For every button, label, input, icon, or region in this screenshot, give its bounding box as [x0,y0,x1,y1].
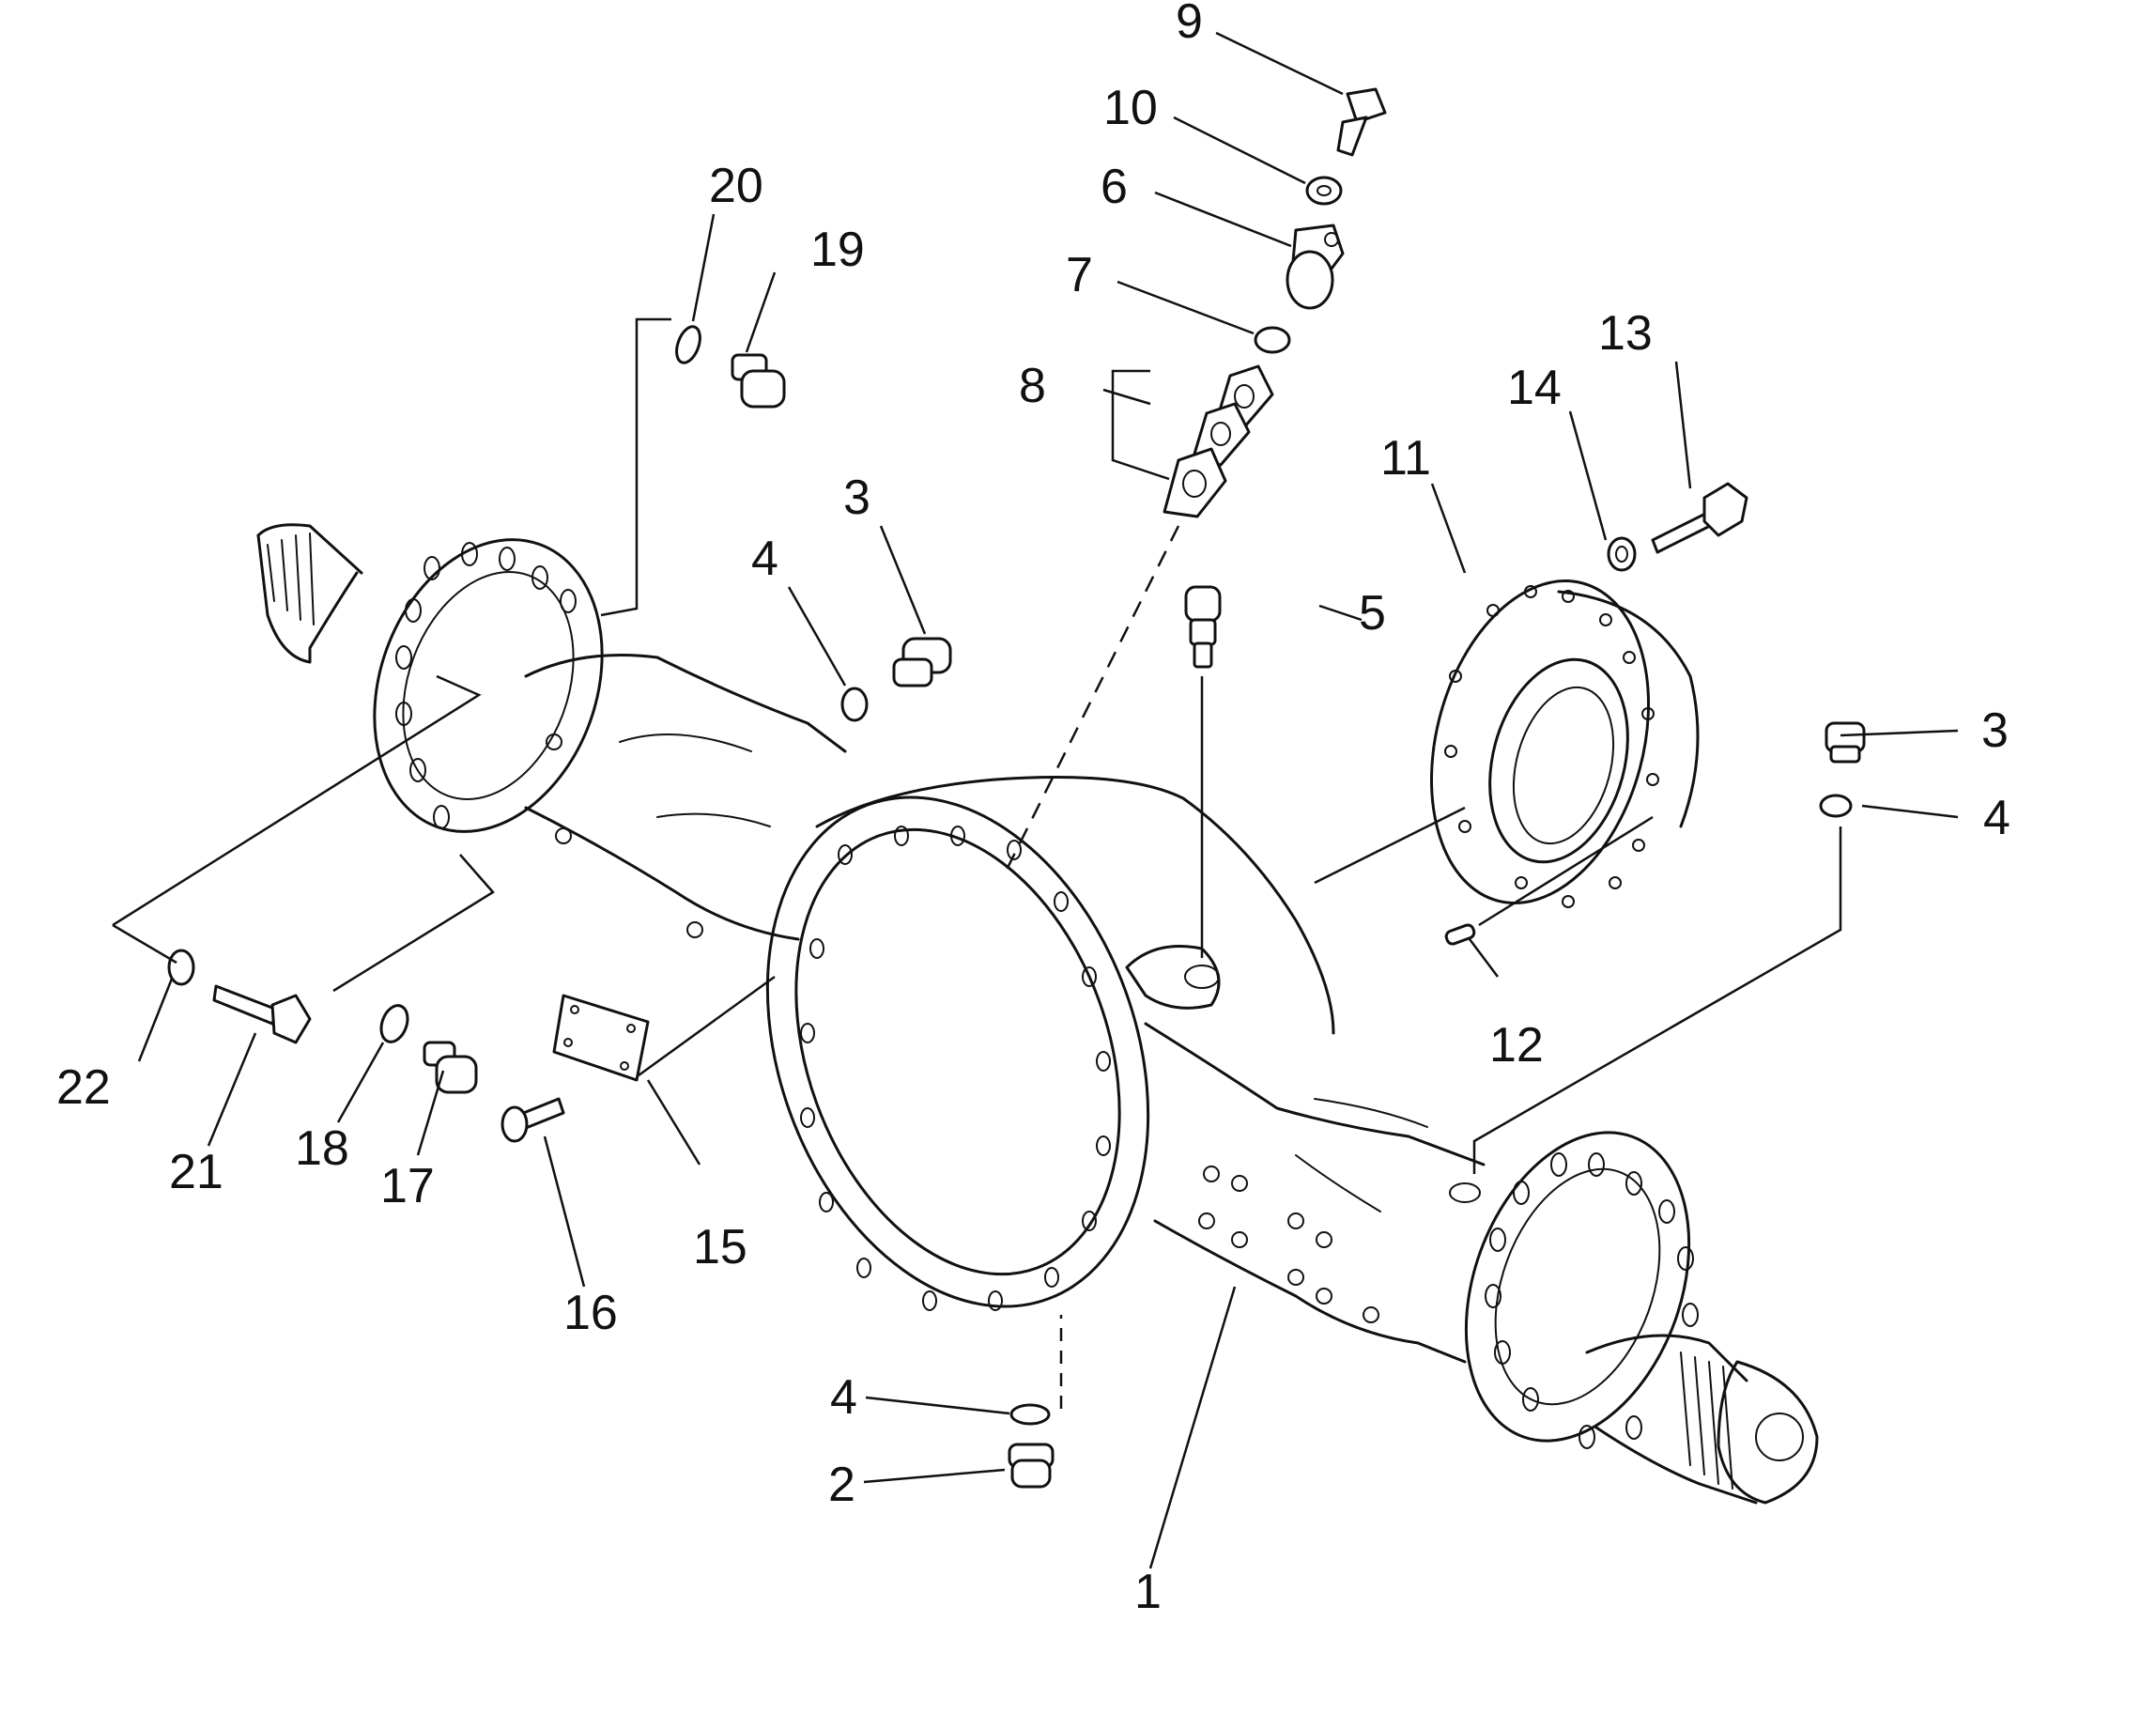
center-housing-outer [765,795,1150,1308]
elbow-fitting-part-6 [1286,224,1345,310]
left-flange-bolt-holes [395,542,577,829]
callout-13: 13 [1598,306,1653,361]
bolt-part-21 [212,984,312,1044]
gaskets-part-8 [1163,364,1274,518]
hub-carrier-bolt-holes [1444,585,1659,908]
o-ring-part-4-upper [840,687,869,722]
dowel-pin-part-12 [1444,923,1476,946]
hub-carrier-part-11 [1429,579,1700,908]
callout-20: 20 [709,159,763,213]
o-ring-part-7 [1254,326,1291,354]
screw-part-16 [500,1097,565,1143]
center-housing-inner [794,827,1121,1276]
plate-part-15 [552,994,650,1082]
callout-3: 3 [1981,703,2009,758]
callout-15: 15 [693,1220,747,1274]
callout-21: 21 [169,1145,223,1199]
callout-17: 17 [380,1159,435,1213]
o-ring-part-4-right [1819,794,1853,818]
right-flange-bolt-holes [1485,1152,1699,1449]
callout-6: 6 [1101,160,1128,214]
callout-4: 4 [830,1370,857,1425]
left-flange [373,538,604,833]
plug-part-17 [423,1041,478,1094]
leader-lines [112,31,1959,1569]
callout-16: 16 [563,1286,618,1340]
callout-4: 4 [751,532,778,586]
callout-8: 8 [1019,359,1046,413]
washer-part-22 [167,949,195,986]
plug-part-3-upper [892,637,952,687]
plug-part-3-right [1825,721,1866,764]
callout-9: 9 [1176,0,1203,49]
bolt-part-9 [1336,87,1387,157]
callout-18: 18 [295,1121,349,1176]
left-splined-shaft [256,523,363,664]
callout-3: 3 [843,471,870,525]
o-ring-part-18 [379,1004,409,1043]
callout-4: 4 [1983,791,2010,845]
o-ring-part-20 [675,325,701,364]
breather-part-5 [1184,585,1222,669]
bolt-part-13 [1651,482,1748,554]
axle-housing [256,523,1819,1505]
right-flange [1464,1131,1691,1443]
plug-part-19 [731,353,786,409]
callout-labels: 1 2 3 3 4 4 4 5 6 7 8 9 10 11 12 13 14 1… [56,0,2010,1619]
callout-11: 11 [1380,431,1431,486]
center-housing-bolt-holes [800,826,1111,1311]
callout-5: 5 [1359,586,1386,641]
callout-7: 7 [1066,248,1093,302]
callout-22: 22 [56,1060,111,1115]
callout-1: 1 [1134,1565,1162,1619]
callout-2: 2 [828,1458,855,1512]
washer-part-14 [1607,536,1637,572]
right-splined-shaft [1585,1334,1819,1505]
o-ring-part-4-bottom [1009,1403,1051,1426]
callout-19: 19 [810,223,865,277]
plug-part-2 [1008,1443,1055,1489]
callout-14: 14 [1507,361,1562,415]
callout-12: 12 [1489,1018,1544,1073]
washer-part-10 [1305,176,1343,206]
callout-10: 10 [1103,81,1158,135]
housing-side-holes [546,733,1379,1323]
